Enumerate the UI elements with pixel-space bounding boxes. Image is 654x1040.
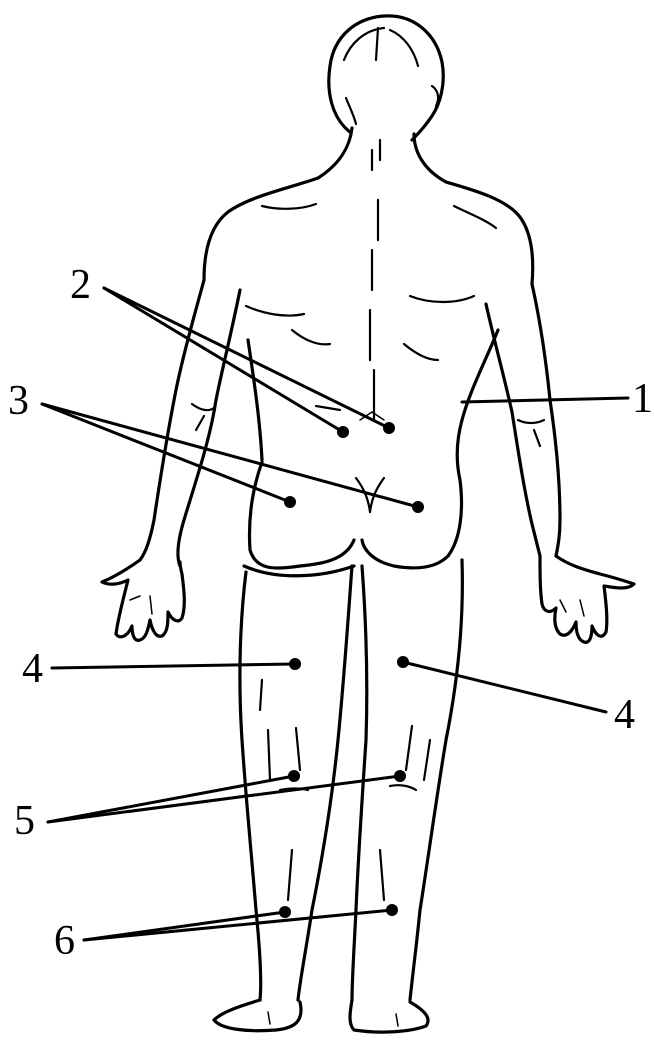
marker-point-6-right	[386, 904, 398, 916]
label-6: 6	[54, 920, 75, 962]
leader-line-2a	[104, 288, 343, 432]
marker-point-4-right	[397, 656, 409, 668]
leader-line-3a	[42, 404, 290, 502]
marker-point-3-left	[284, 496, 296, 508]
right-arm	[486, 284, 560, 556]
label-1: 1	[632, 378, 653, 420]
left-arm	[140, 280, 240, 566]
marker-point-4-left	[289, 658, 301, 670]
marker-point-5-right	[394, 770, 406, 782]
marker-point-5-left	[288, 770, 300, 782]
torso	[204, 178, 533, 480]
label-2: 2	[70, 264, 91, 306]
leader-line-4-left	[52, 664, 295, 668]
left-hand	[102, 560, 184, 640]
leader-line-4-right	[403, 662, 606, 712]
feet	[214, 1000, 428, 1032]
leader-line-5a	[48, 776, 294, 822]
neck	[318, 128, 446, 182]
leader-line-6b	[84, 910, 392, 940]
leader-line-2b	[104, 288, 389, 428]
leader-line-5b	[48, 776, 400, 822]
marker-point-6-left	[279, 906, 291, 918]
right-hand	[540, 556, 634, 642]
buttocks	[244, 462, 462, 576]
head	[329, 16, 443, 140]
marker-point-2-left	[337, 426, 349, 438]
marker-points	[279, 422, 424, 918]
marker-point-2-right	[383, 422, 395, 434]
label-4-left: 4	[22, 648, 43, 690]
label-5: 5	[14, 800, 35, 842]
label-3: 3	[8, 380, 29, 422]
marker-point-3-right	[412, 501, 424, 513]
label-4-right: 4	[614, 694, 635, 736]
leader-line-1	[462, 398, 628, 402]
leader-lines	[42, 288, 628, 940]
